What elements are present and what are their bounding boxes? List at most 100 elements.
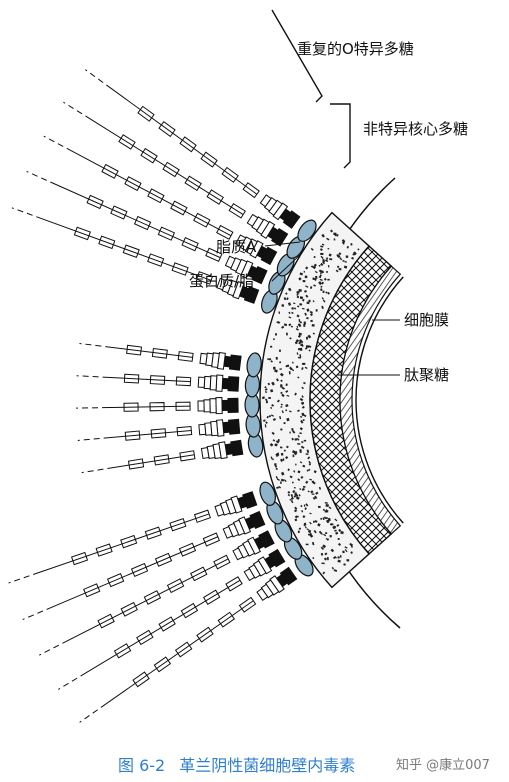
stipple-dot [291,437,294,441]
stipple-dot [318,269,322,273]
stipple-dot [292,450,296,454]
stipple-dot [313,284,316,287]
stipple-dot [324,510,327,513]
core-black-block [268,548,286,568]
chain-backbone [102,405,191,409]
stipple-dot [292,454,295,458]
stipple-dot [333,233,337,237]
core-sugar-box [232,547,244,561]
stipple-dot [281,325,285,329]
stipple-dot [293,302,296,305]
stipple-dot [308,460,312,464]
stipple-dot [318,264,321,267]
stipple-dot [351,256,355,260]
chain-dashed-end [79,709,98,723]
stipple-dot [338,252,342,256]
watermark: 知乎 @康立007 [396,758,490,773]
stipple-dot [322,299,326,303]
core-black-block [221,377,230,390]
stipple-dot [309,478,313,481]
core-sugar-box [215,397,223,415]
stipple-dot [280,452,284,456]
stipple-dot [305,266,309,270]
stipple-dot [298,527,301,530]
stipple-dot [275,356,278,360]
stipple-dot [286,297,289,301]
stipple-dot [263,419,266,422]
stipple-dot [290,494,294,498]
stipple-dot [305,336,309,340]
core-sugar-box [242,540,256,557]
stipple-dot [326,556,329,561]
stipple-dot [266,415,269,419]
stipple-dot [315,491,319,495]
stipple-dot [303,504,306,507]
stipple-dot [297,530,300,534]
core-sugar-box [227,522,240,538]
stipple-dot [264,398,268,401]
inner-membrane-line [355,276,404,524]
stipple-dot [315,275,318,279]
stipple-dot [309,286,313,290]
stipple-dot [308,349,311,352]
stipple-dot [287,490,291,494]
stipple-dot [295,463,297,466]
stipple-dot [330,229,334,233]
stipple-dot [319,248,323,252]
chain-backbone [36,216,212,281]
stipple-dot [286,445,289,449]
stipple-dot [277,439,280,442]
stipple-dot [298,288,302,292]
core-sugar-box [199,352,208,365]
core-sugar-box [219,501,231,516]
core-sugar-box [211,352,220,369]
core-sugar-box [221,278,233,294]
stipple-dot [318,486,322,490]
stipple-dot [333,238,336,241]
core-sugar-box [260,583,274,599]
stipple-dot [321,233,325,238]
core-sugar-box [225,498,237,515]
stipple-dot [329,534,332,538]
stipple-dot [302,362,306,366]
stipple-dot [281,393,285,398]
stipple-dot [288,371,291,375]
core-sugar-box [210,420,219,437]
stipple-dot [334,518,338,522]
core-sugar-box [237,516,252,535]
core-sugar-box [197,376,206,388]
stipple-dot [299,272,304,276]
core-sugar-box [203,375,212,390]
stipple-dot [321,297,324,300]
stipple-dot [292,489,296,494]
stipple-dot [269,345,273,348]
core-sugar-box [235,258,248,276]
stipple-dot [333,525,337,529]
lipid-a-ellipse [259,481,276,506]
stipple-dot [333,569,338,572]
stipple-dot [302,280,306,283]
stipple-dot [286,417,290,422]
chain-dashed-end [11,207,33,216]
stipple-dot [289,410,292,413]
stipple-dot [279,415,282,420]
stipple-dot [321,281,325,285]
stipple-dots [261,229,360,575]
stipple-dot [312,520,315,523]
core-sugar-box [235,234,247,248]
stipple-dot [322,290,325,294]
stipple-dot [290,500,294,504]
stipple-dot [278,311,281,314]
stipple-dot [311,493,315,496]
stipple-dot [303,323,306,327]
stipple-dot [264,391,268,393]
stipple-dot [298,319,301,323]
stipple-dot [283,449,286,452]
stipple-dot [280,391,283,395]
stipple-dot [349,542,354,547]
core-sugar-box [249,240,264,259]
chain-backbone [103,430,192,439]
stipple-dot [318,530,322,535]
stipple-dot [321,270,324,274]
stipple-dot [322,544,327,549]
